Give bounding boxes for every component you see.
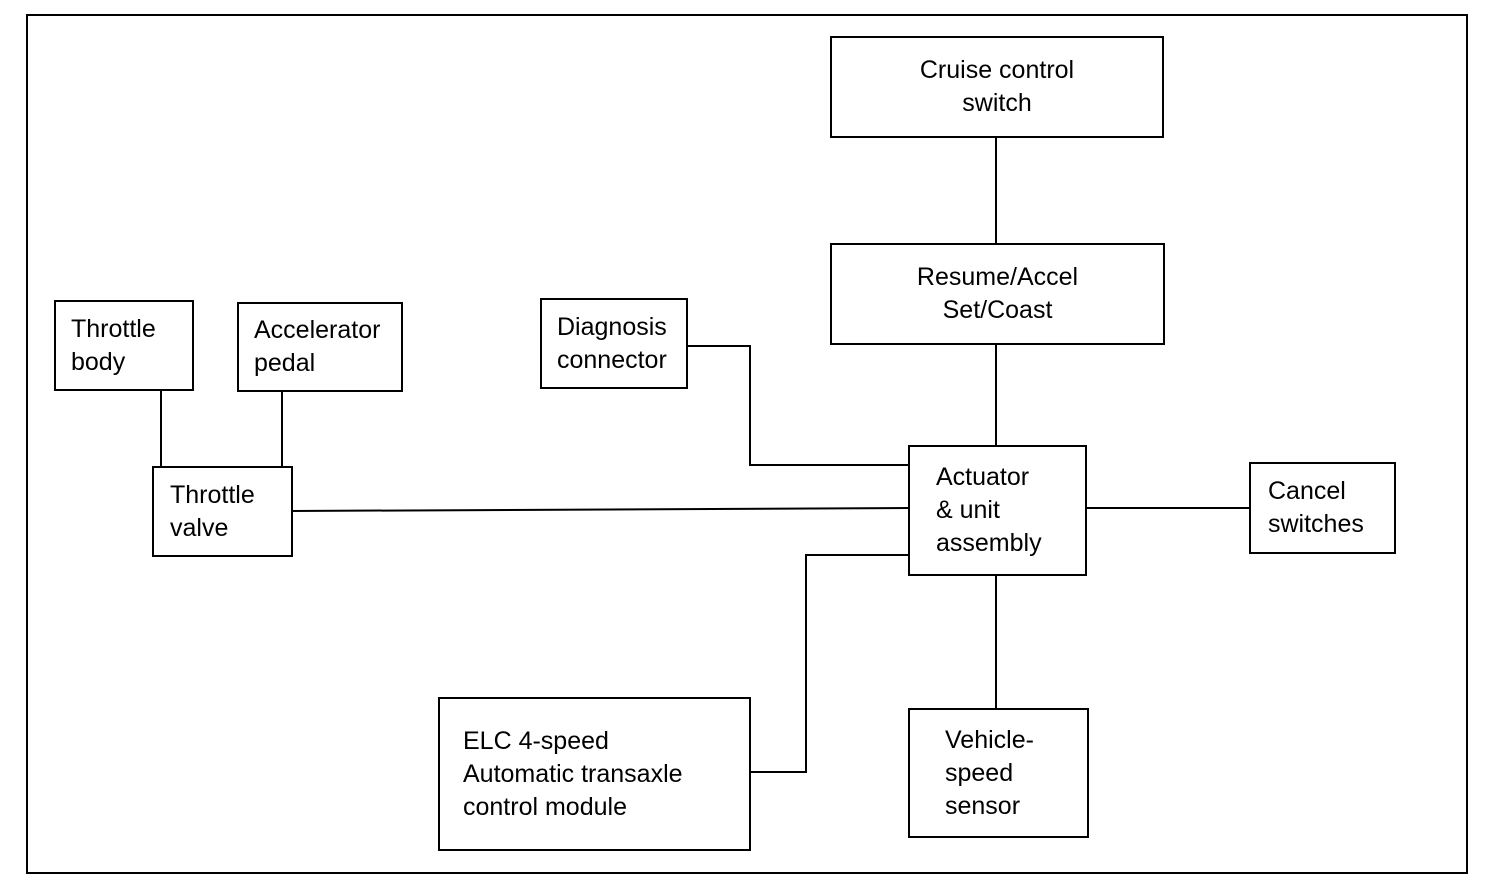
node-label-line: Throttle: [71, 314, 156, 343]
node-label-line: Automatic transaxle: [463, 759, 683, 788]
node-label-line: Diagnosis: [557, 312, 667, 341]
vehicle-speed-sensor-node: Vehicle- speed sensor: [908, 708, 1089, 838]
node-label-line: control module: [463, 792, 627, 821]
edge-diagnosis-to-actuator: [686, 345, 910, 466]
node-label-line: assembly: [936, 529, 1042, 557]
node-label-line: Resume/Accel: [916, 263, 1079, 291]
accelerator-pedal-node: Accelerator pedal: [237, 302, 403, 392]
node-label-line: connector: [557, 345, 667, 374]
node-label-line: Vehicle-: [945, 725, 1034, 754]
actuator-unit-assembly-node: Actuator & unit assembly: [908, 445, 1087, 576]
node-label-line: Cruise control: [919, 56, 1075, 84]
resume-accel-set-coast-node: Resume/Accel Set/Coast: [830, 243, 1165, 345]
node-label-line: Accelerator: [254, 316, 381, 344]
node-label-line: body: [71, 347, 126, 376]
cancel-switches-node: Cancel switches: [1249, 462, 1396, 554]
node-label-line: speed: [945, 758, 1014, 787]
node-label-line: ELC 4-speed: [463, 726, 609, 755]
elc-transaxle-module-node: ELC 4-speed Automatic transaxle control …: [438, 697, 751, 851]
edge-elc-to-actuator: [749, 554, 910, 773]
node-label-line: Set/Coast: [942, 296, 1053, 324]
diagram-frame: [26, 14, 1468, 874]
node-label-line: Actuator: [936, 463, 1030, 491]
node-label-line: switches: [1268, 510, 1364, 538]
node-label-line: sensor: [945, 791, 1021, 820]
edge-valve-to-actuator: [290, 507, 911, 512]
node-label-line: Throttle: [170, 480, 255, 509]
cruise-control-switch-node: Cruise control switch: [830, 36, 1164, 138]
node-label-line: Cancel: [1268, 477, 1346, 505]
diagnosis-connector-node: Diagnosis connector: [540, 298, 688, 389]
node-label-line: valve: [170, 513, 229, 542]
node-label-line: & unit: [936, 496, 1000, 524]
node-label-line: pedal: [254, 349, 316, 377]
node-label-line: switch: [962, 89, 1032, 117]
throttle-body-node: Throttle body: [54, 300, 194, 391]
throttle-valve-node: Throttle valve: [152, 466, 293, 557]
